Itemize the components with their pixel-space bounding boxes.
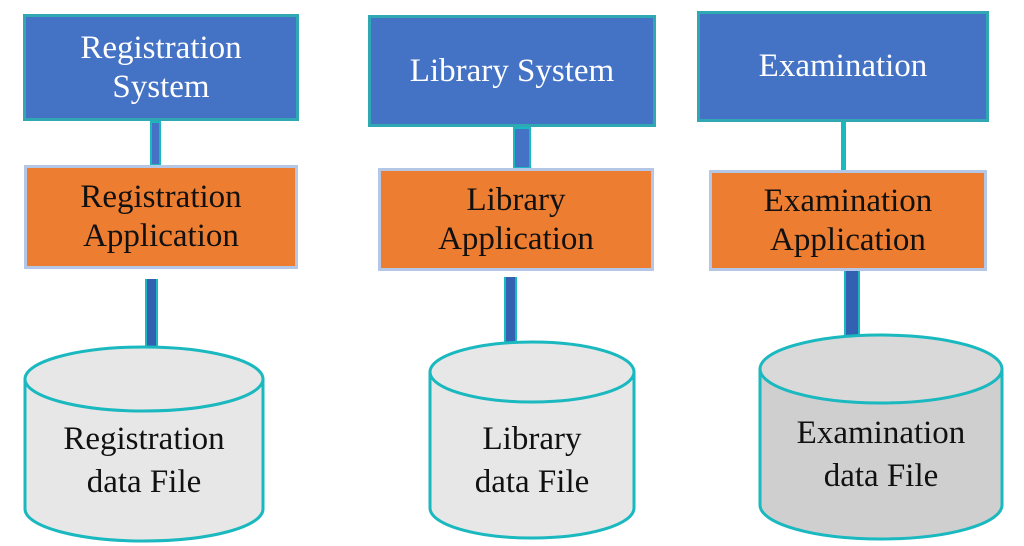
registration-data-file-label-line1: Registration [63,421,225,457]
examination-application-box: Examination Application [709,170,987,271]
registration-system-label-line1: Registration [80,29,242,66]
library-data-file-label-line2: data File [474,463,590,500]
examination-data-file-label-line2: data File [823,457,939,494]
library-data-file-cylinder [428,340,636,540]
examination-data-connector [844,271,860,337]
library-data-file-label: Library data File [428,418,636,504]
library-data-connector [504,277,517,344]
registration-system-connector [150,121,161,166]
examination-application-label-line1: Examination [763,182,933,219]
registration-application-box: Registration Application [24,165,298,269]
library-data-file-label-line1: Library [482,421,582,457]
registration-application-label-line1: Registration [80,179,242,216]
registration-data-connector [145,279,158,349]
examination-data-file-label: Examination data File [758,412,1004,498]
examination-data-file-cylinder [758,333,1004,541]
library-system-box: Library System [368,15,656,127]
registration-data-file-label-line2: data File [86,463,202,500]
library-application-label-line1: Library [466,181,566,218]
registration-system-box: Registration System [23,14,299,121]
library-application-box: Library Application [378,168,654,271]
library-application-label-line2: Application [438,220,594,257]
registration-data-file-cylinder [23,345,265,543]
examination-system-connector [841,122,846,170]
examination-system-box: Examination [697,11,989,122]
library-system-connector [513,127,531,169]
examination-system-label: Examination [758,48,928,85]
library-system-label: Library System [409,52,615,89]
registration-system-label-line2: System [112,68,210,105]
registration-data-file-label: Registration data File [23,418,265,504]
examination-application-label-line2: Application [770,221,926,258]
examination-data-file-label-line1: Examination [796,415,966,451]
registration-application-label-line2: Application [83,218,239,254]
